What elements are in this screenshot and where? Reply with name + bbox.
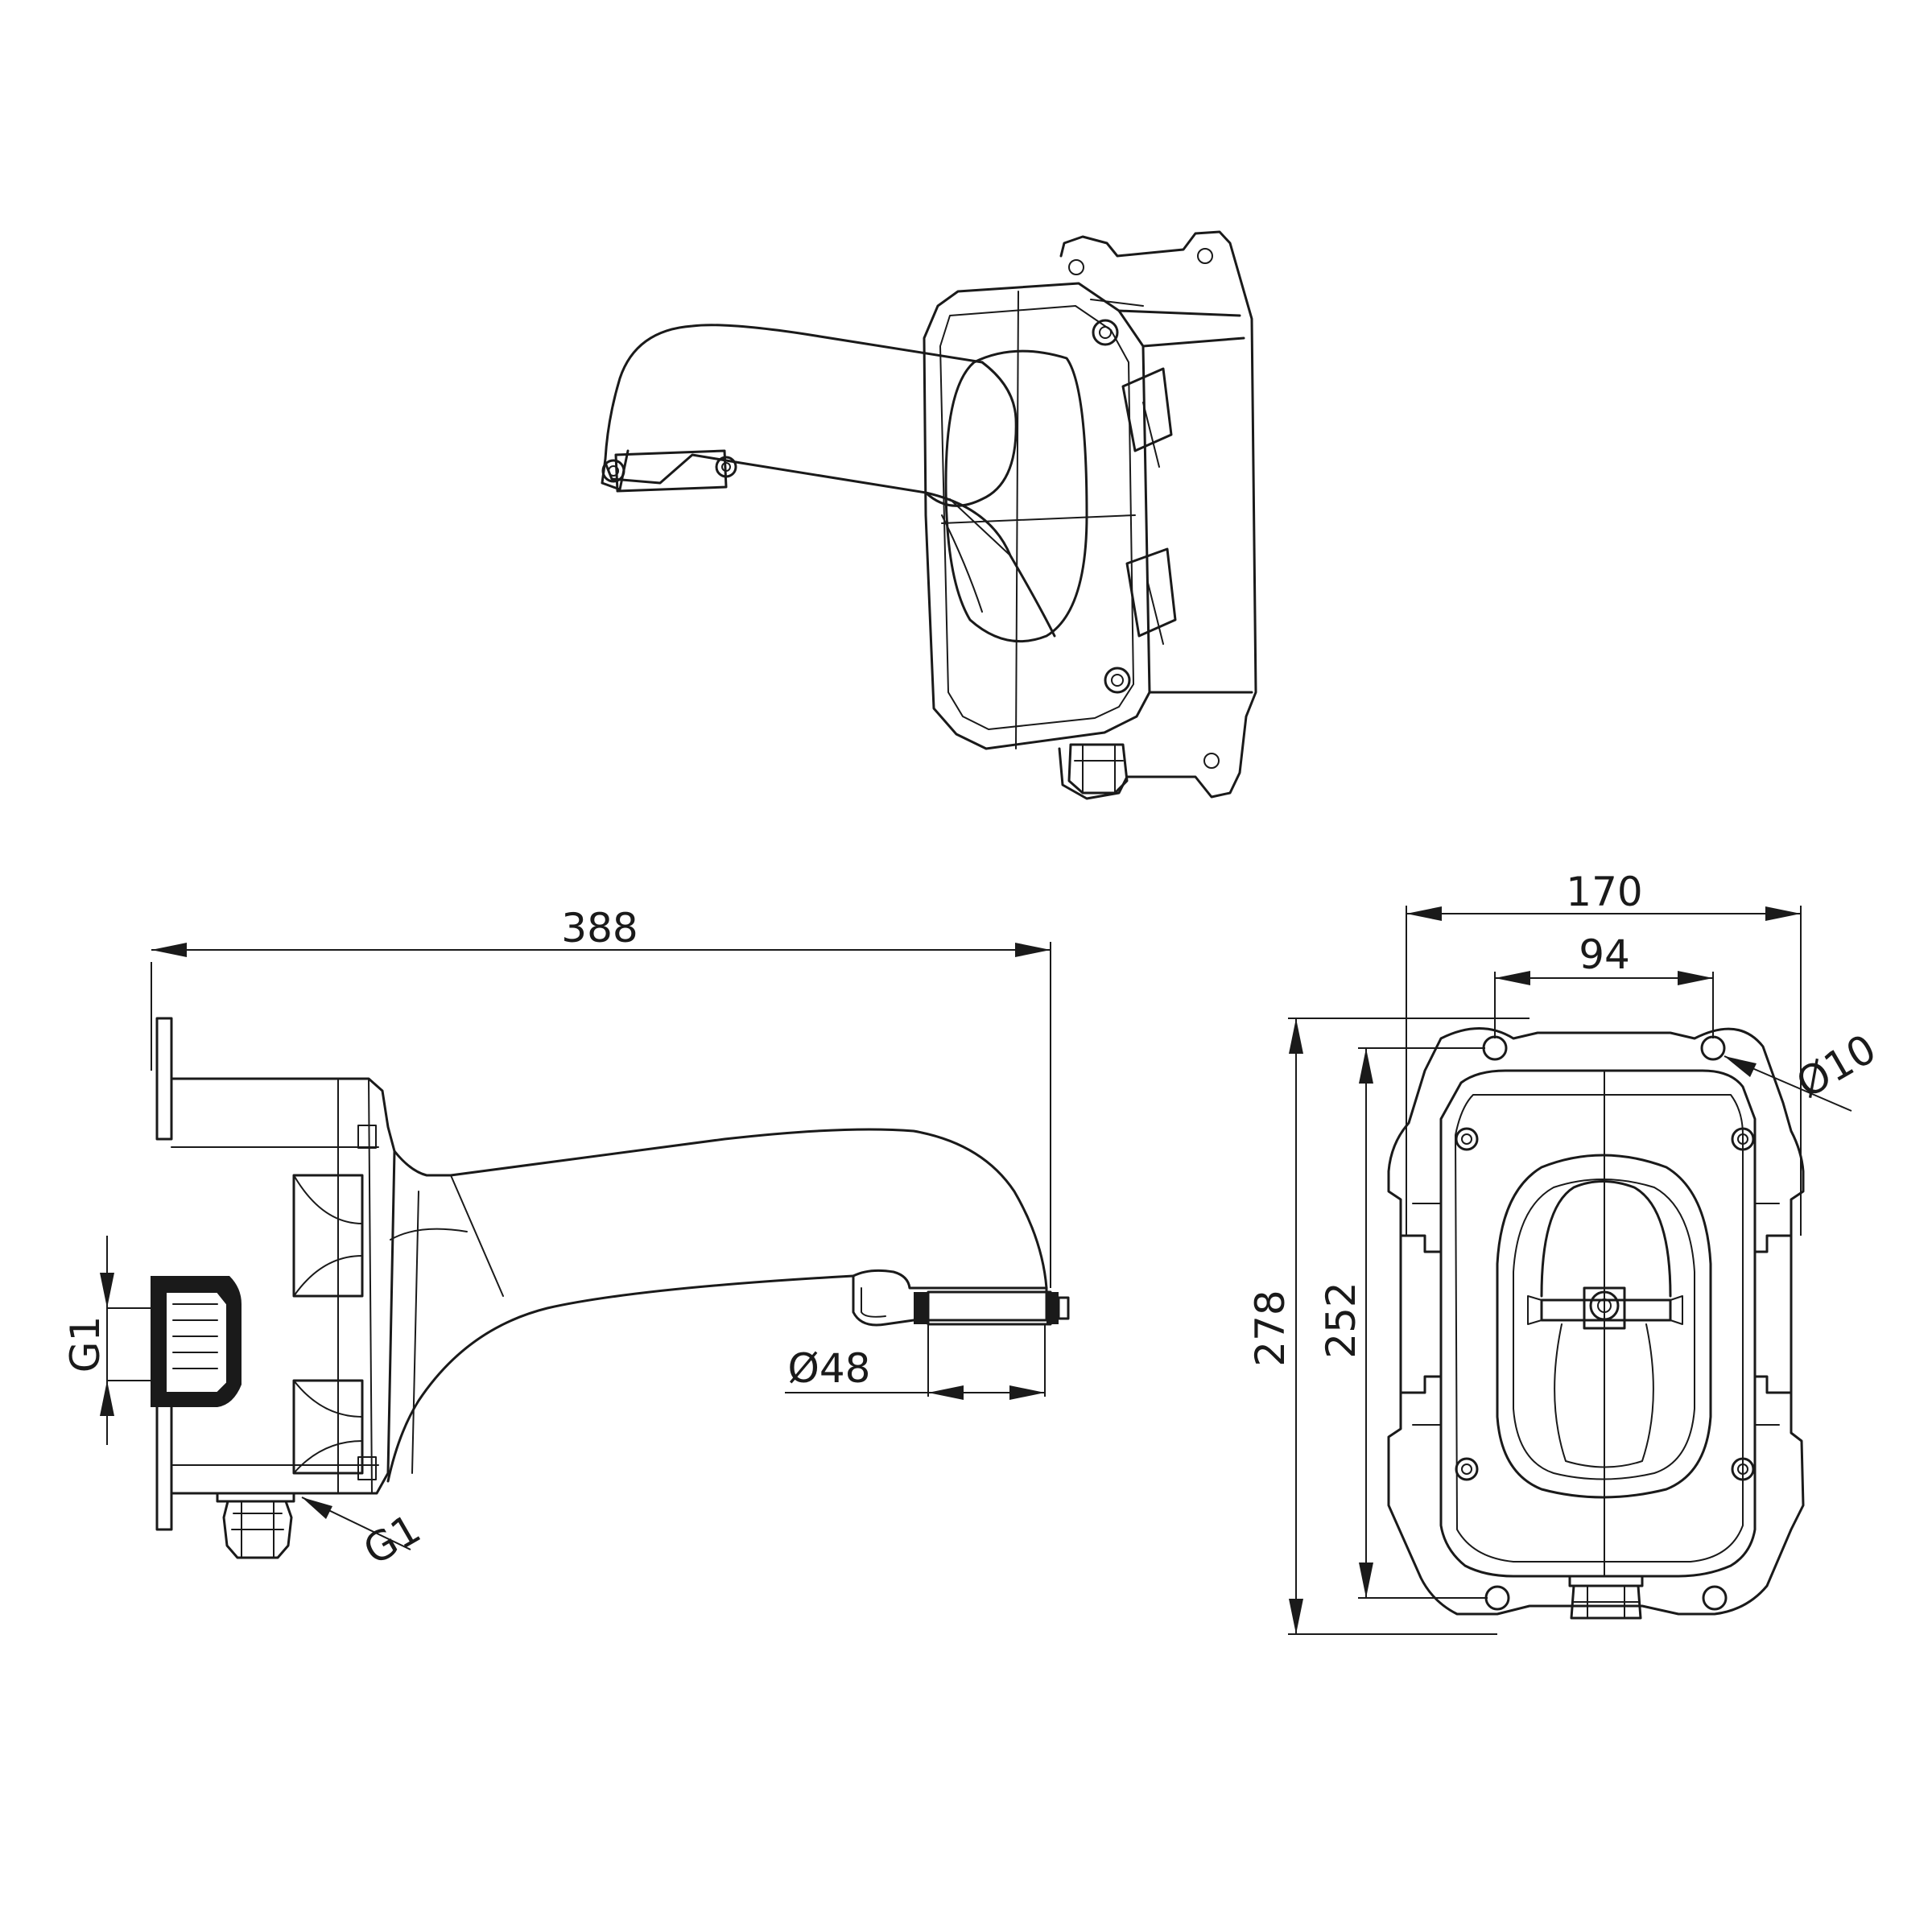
dimension-lines xyxy=(100,906,1852,1635)
dim-box-width: 170 xyxy=(1566,869,1642,915)
dim-thread-side: G1 xyxy=(62,1316,109,1373)
isometric-view xyxy=(601,230,1257,800)
dim-thread-bottom: G1 xyxy=(356,1505,428,1575)
dim-hole-spacing-y: 252 xyxy=(1318,1282,1364,1358)
side-view xyxy=(151,1017,1070,1559)
dim-box-height: 278 xyxy=(1247,1290,1294,1366)
dim-hole-spacing-x: 94 xyxy=(1579,931,1630,978)
dimension-labels: 388 170 94 Ø10 Ø48 278 252 G1 G1 xyxy=(62,869,1884,1574)
front-view xyxy=(1387,1027,1805,1620)
dim-hole-diameter: Ø10 xyxy=(1789,1026,1884,1108)
dim-arm-length: 388 xyxy=(561,905,638,952)
dim-pipe-diameter: Ø48 xyxy=(788,1345,871,1392)
